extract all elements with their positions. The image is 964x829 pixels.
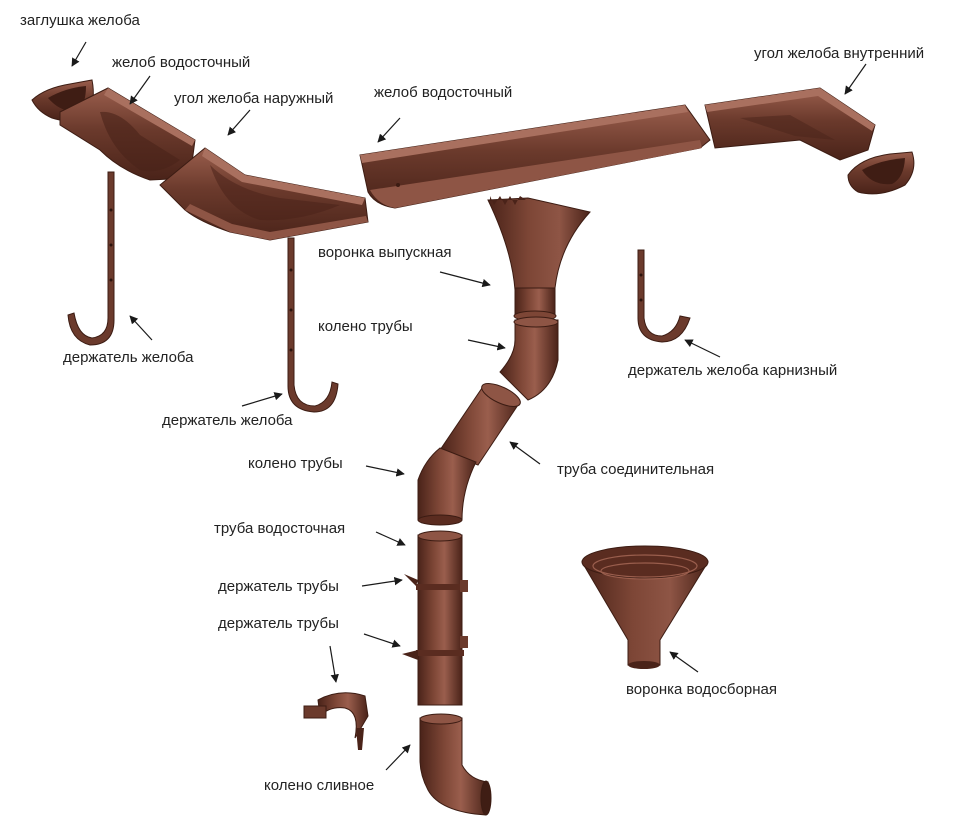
- label-gutter-cap: заглушка желоба: [20, 12, 140, 29]
- pipe-elbow-mid: [417, 447, 477, 526]
- pointer-arrows: [71, 41, 867, 771]
- label-pipe-elbow-top: колено трубы: [318, 318, 413, 335]
- connector-pipe: [439, 383, 521, 466]
- pipe-bracket-loose: [303, 692, 369, 750]
- label-pipe-elbow-mid: колено трубы: [248, 455, 343, 472]
- label-outer-corner: угол желоба наружный: [174, 90, 334, 107]
- label-pipe-bracket-1: держатель трубы: [218, 578, 339, 595]
- label-gutter-main: желоб водосточный: [374, 84, 513, 101]
- collector-funnel: [581, 545, 709, 669]
- downpipe: [402, 530, 468, 706]
- pipe-elbow-top: [499, 316, 559, 401]
- drain-elbow: [419, 713, 492, 816]
- outlet-funnel: [487, 196, 591, 322]
- gutter-hook-left: [67, 171, 115, 346]
- label-connector-pipe: труба соединительная: [557, 461, 715, 478]
- label-downpipe: труба водосточная: [214, 520, 346, 537]
- label-hook-mid: держатель желоба: [162, 412, 293, 429]
- label-inner-corner: угол желоба внутренний: [754, 45, 925, 62]
- label-outlet-funnel: воронка выпускная: [318, 244, 452, 261]
- gutter-outer-corner: [159, 147, 369, 241]
- label-hook-fascia: держатель желоба карнизный: [628, 362, 838, 379]
- label-pipe-bracket-2: держатель трубы: [218, 615, 339, 632]
- label-collector-funnel: воронка водосборная: [626, 681, 777, 698]
- gutter-inner-corner: [704, 87, 876, 161]
- label-hook-left: держатель желоба: [63, 349, 194, 366]
- gutter-hook-fascia: [637, 249, 691, 343]
- gutter-main: [359, 104, 711, 209]
- gutter-cap-right: [847, 151, 915, 195]
- label-drain-elbow: колено сливное: [264, 777, 375, 794]
- label-gutter-left: желоб водосточный: [112, 54, 251, 71]
- gutter-hook-mid: [287, 237, 339, 413]
- gutter-left: [59, 87, 196, 181]
